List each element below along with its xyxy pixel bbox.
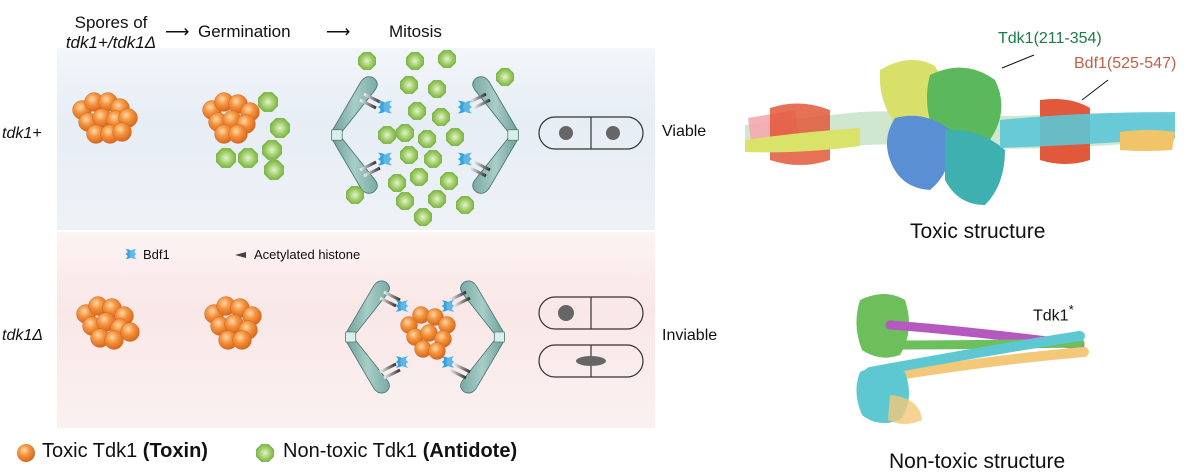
genotype-tdk1-delta: tdk1Δ <box>2 327 43 344</box>
toxin-antidote-cluster-germination <box>202 92 290 180</box>
cell-inviable-2 <box>538 344 644 378</box>
mitosis-inviable <box>345 280 505 394</box>
step-spores-line1: Spores of <box>74 13 148 32</box>
tdk1-leader-line <box>1001 54 1035 69</box>
arrow-2: ⟶ <box>326 22 351 41</box>
bdf1-region-label: Bdf1(525-547) <box>1074 55 1177 72</box>
tdk1-star-label: Tdk1* <box>1033 302 1074 325</box>
antidote-legend-icon <box>256 444 274 462</box>
toxic-structure-caption: Toxic structure <box>910 220 1046 243</box>
step-spores: Spores of tdk1+/tdk1Δ <box>56 13 166 53</box>
tdk1-star-sup: * <box>1068 302 1074 317</box>
antidote-legend-text: Non-toxic Tdk1 <box>283 440 423 462</box>
tdk1-star-text: Tdk1 <box>1033 307 1069 325</box>
step-mitosis: Mitosis <box>389 22 442 41</box>
cell-viable <box>538 116 644 150</box>
antidote-legend: Non-toxic Tdk1 (Antidote) <box>283 440 517 463</box>
antidote-legend-bold: (Antidote) <box>422 440 518 462</box>
step-spores-genotype: tdk1+/tdk1Δ <box>65 33 157 52</box>
tdk1-region-label: Tdk1(211-354) <box>998 30 1102 47</box>
bdf1-leader-line <box>1081 79 1109 101</box>
nontoxic-structure-model <box>856 294 1089 424</box>
toxin-legend: Toxic Tdk1 (Toxin) <box>42 440 208 463</box>
acetylated-histone-icon <box>235 252 246 258</box>
outcome-viable: Viable <box>662 123 707 140</box>
bdf1-label: Bdf1 <box>143 247 170 262</box>
step-germination: Germination <box>198 22 291 41</box>
toxin-cluster-spore-top <box>72 92 138 144</box>
toxin-legend-text: Toxic Tdk1 <box>42 440 143 462</box>
mitosis-viable <box>331 50 519 226</box>
toxin-legend-bold: (Toxin) <box>142 440 208 462</box>
acetylated-histone-label: Acetylated histone <box>254 247 361 262</box>
toxin-cluster-germination-bottom <box>204 296 262 350</box>
genotype-tdk1-plus: tdk1+ <box>2 125 42 142</box>
toxic-structure-model <box>745 59 1175 205</box>
toxin-legend-icon <box>17 444 35 462</box>
nontoxic-structure-caption: Non-toxic structure <box>889 450 1066 473</box>
bdf1-icon <box>125 249 137 259</box>
toxin-cluster-spore-bottom <box>76 296 140 350</box>
outcome-inviable: Inviable <box>662 327 718 344</box>
cell-inviable-1 <box>538 296 644 330</box>
arrow-1: ⟶ <box>165 22 190 41</box>
